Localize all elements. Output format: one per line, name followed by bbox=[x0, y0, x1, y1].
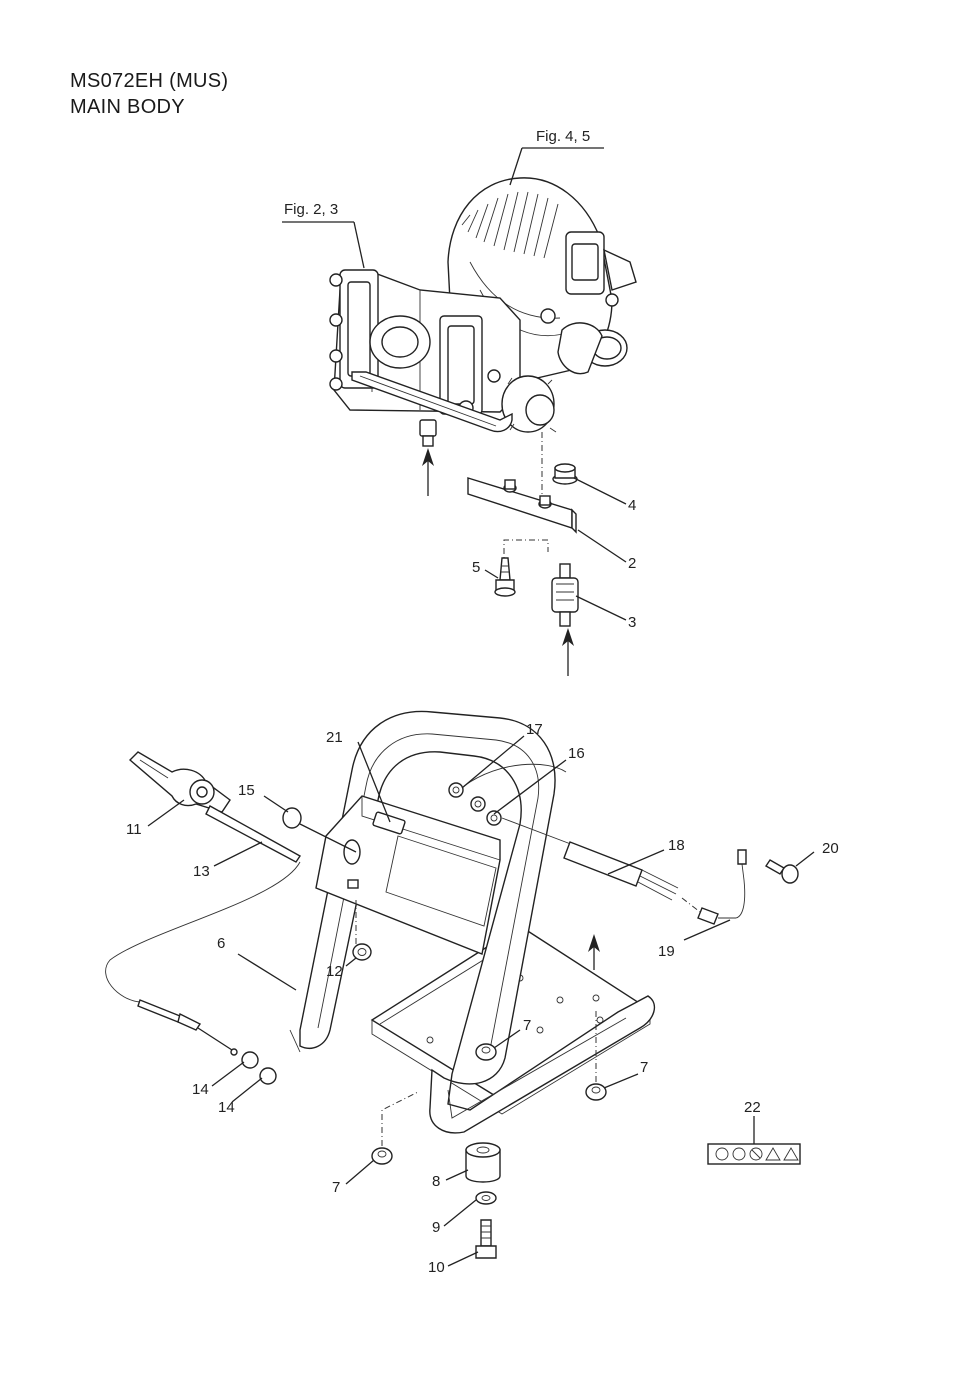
callout-11: 11 bbox=[126, 821, 142, 838]
damper-bolt bbox=[475, 1219, 497, 1259]
callout-16: 16 bbox=[568, 745, 585, 762]
callout-20: 20 bbox=[822, 840, 839, 857]
callout-21: 21 bbox=[326, 729, 343, 746]
ground-wire bbox=[681, 849, 747, 925]
callout-7-plate: 7 bbox=[523, 1017, 531, 1034]
mounting-bracket bbox=[467, 477, 577, 534]
callout-17: 17 bbox=[526, 721, 543, 738]
grommets bbox=[448, 763, 567, 826]
switch-knob bbox=[282, 807, 357, 853]
lower-callout-leaders bbox=[147, 735, 815, 1267]
ref-pump-figures: Fig. 2, 3 bbox=[284, 201, 338, 218]
callout-12: 12 bbox=[326, 963, 343, 980]
callout-14-lower: 14 bbox=[218, 1099, 235, 1116]
callout-22: 22 bbox=[744, 1099, 761, 1116]
reference-leaders bbox=[282, 147, 604, 269]
callout-19: 19 bbox=[658, 943, 675, 960]
callout-3: 3 bbox=[628, 614, 636, 631]
ground-screw bbox=[765, 859, 799, 884]
callout-15: 15 bbox=[238, 782, 255, 799]
assembly-arrow bbox=[588, 934, 600, 970]
model-title: MS072EH (MUS) bbox=[70, 70, 229, 92]
engine-pump-assembly bbox=[329, 177, 637, 447]
callout-9: 9 bbox=[432, 1219, 440, 1236]
callout-7-left: 7 bbox=[332, 1179, 340, 1196]
mounting-bolt bbox=[494, 539, 549, 597]
warning-label bbox=[707, 1143, 801, 1165]
callout-5: 5 bbox=[472, 559, 480, 576]
callout-7-right: 7 bbox=[640, 1059, 648, 1076]
upper-callout-leaders bbox=[484, 477, 627, 621]
fuel-filter bbox=[551, 563, 579, 627]
callout-18: 18 bbox=[668, 837, 685, 854]
panel-nut bbox=[352, 900, 372, 961]
vibration-damper bbox=[465, 1142, 501, 1183]
callout-4: 4 bbox=[628, 497, 636, 514]
wire-harness bbox=[501, 817, 679, 901]
washer bbox=[475, 1191, 497, 1205]
ref-engine-figures: Fig. 4, 5 bbox=[536, 128, 590, 145]
callout-14-upper: 14 bbox=[192, 1081, 209, 1098]
callout-8: 8 bbox=[432, 1173, 440, 1190]
frame-nuts bbox=[371, 1010, 607, 1165]
caps bbox=[241, 1051, 277, 1085]
throttle-cable bbox=[105, 861, 301, 1056]
callout-2: 2 bbox=[628, 555, 636, 572]
inlet-arrow-upper bbox=[422, 448, 434, 496]
callout-10: 10 bbox=[428, 1259, 445, 1276]
flange-nut bbox=[552, 463, 578, 485]
callout-6: 6 bbox=[217, 935, 225, 952]
inlet-arrow-filter bbox=[562, 628, 574, 676]
throttle-lever bbox=[128, 751, 302, 863]
section-title: MAIN BODY bbox=[70, 96, 185, 118]
control-panel bbox=[315, 795, 501, 955]
callout-13: 13 bbox=[193, 863, 210, 880]
